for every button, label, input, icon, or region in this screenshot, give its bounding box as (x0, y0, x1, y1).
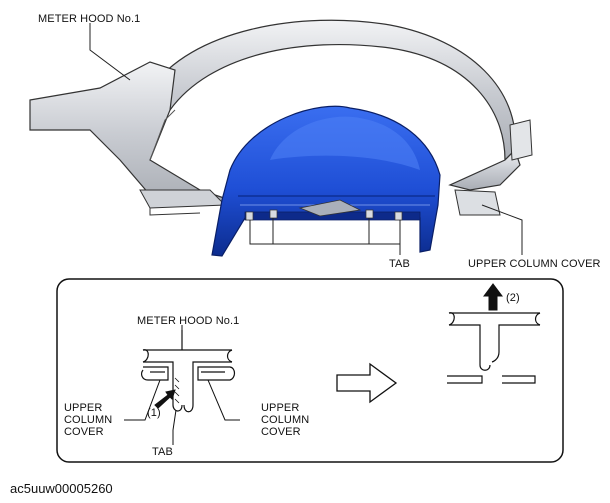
upper-column-cover-left-label: UPPER COLUMN COVER (64, 402, 112, 438)
upper-column-cover-left-line1: UPPER (64, 402, 103, 414)
push-arrow-icon (154, 389, 176, 409)
figure-id: ac5uuw00005260 (10, 481, 113, 496)
step2-label: (2) (506, 292, 520, 304)
detail-callout-lines (124, 325, 240, 445)
upper-column-cover-right-line1: UPPER (261, 402, 300, 414)
upper-column-cover-illustration (211, 105, 441, 257)
upper-column-cover-right-label: UPPER COLUMN COVER (261, 402, 309, 438)
upper-column-cover-right-line3: COVER (261, 426, 301, 438)
detail-removed (447, 312, 541, 384)
upper-column-cover-left-line2: COLUMN (64, 414, 113, 426)
upper-column-cover-right-line2: COLUMN (261, 414, 310, 426)
tab-hatching (174, 377, 180, 404)
detail-installed (141, 330, 236, 413)
tab-detail-label: TAB (152, 446, 173, 458)
step1-label: (1) (147, 407, 161, 419)
lift-arrow-icon (483, 283, 503, 311)
meter-hood-illustration (29, 19, 533, 216)
upper-column-cover-left-line3: COVER (64, 426, 104, 438)
meter-hood-detail-label: METER HOOD No.1 (137, 315, 240, 327)
next-step-arrow-icon (336, 362, 398, 404)
meter-hood-label: METER HOOD No.1 (38, 13, 141, 25)
tab-label: TAB (389, 258, 410, 270)
detail-frame (56, 278, 564, 463)
upper-column-cover-label: UPPER COLUMN COVER (468, 258, 601, 270)
top-callout-lines (89, 23, 523, 255)
